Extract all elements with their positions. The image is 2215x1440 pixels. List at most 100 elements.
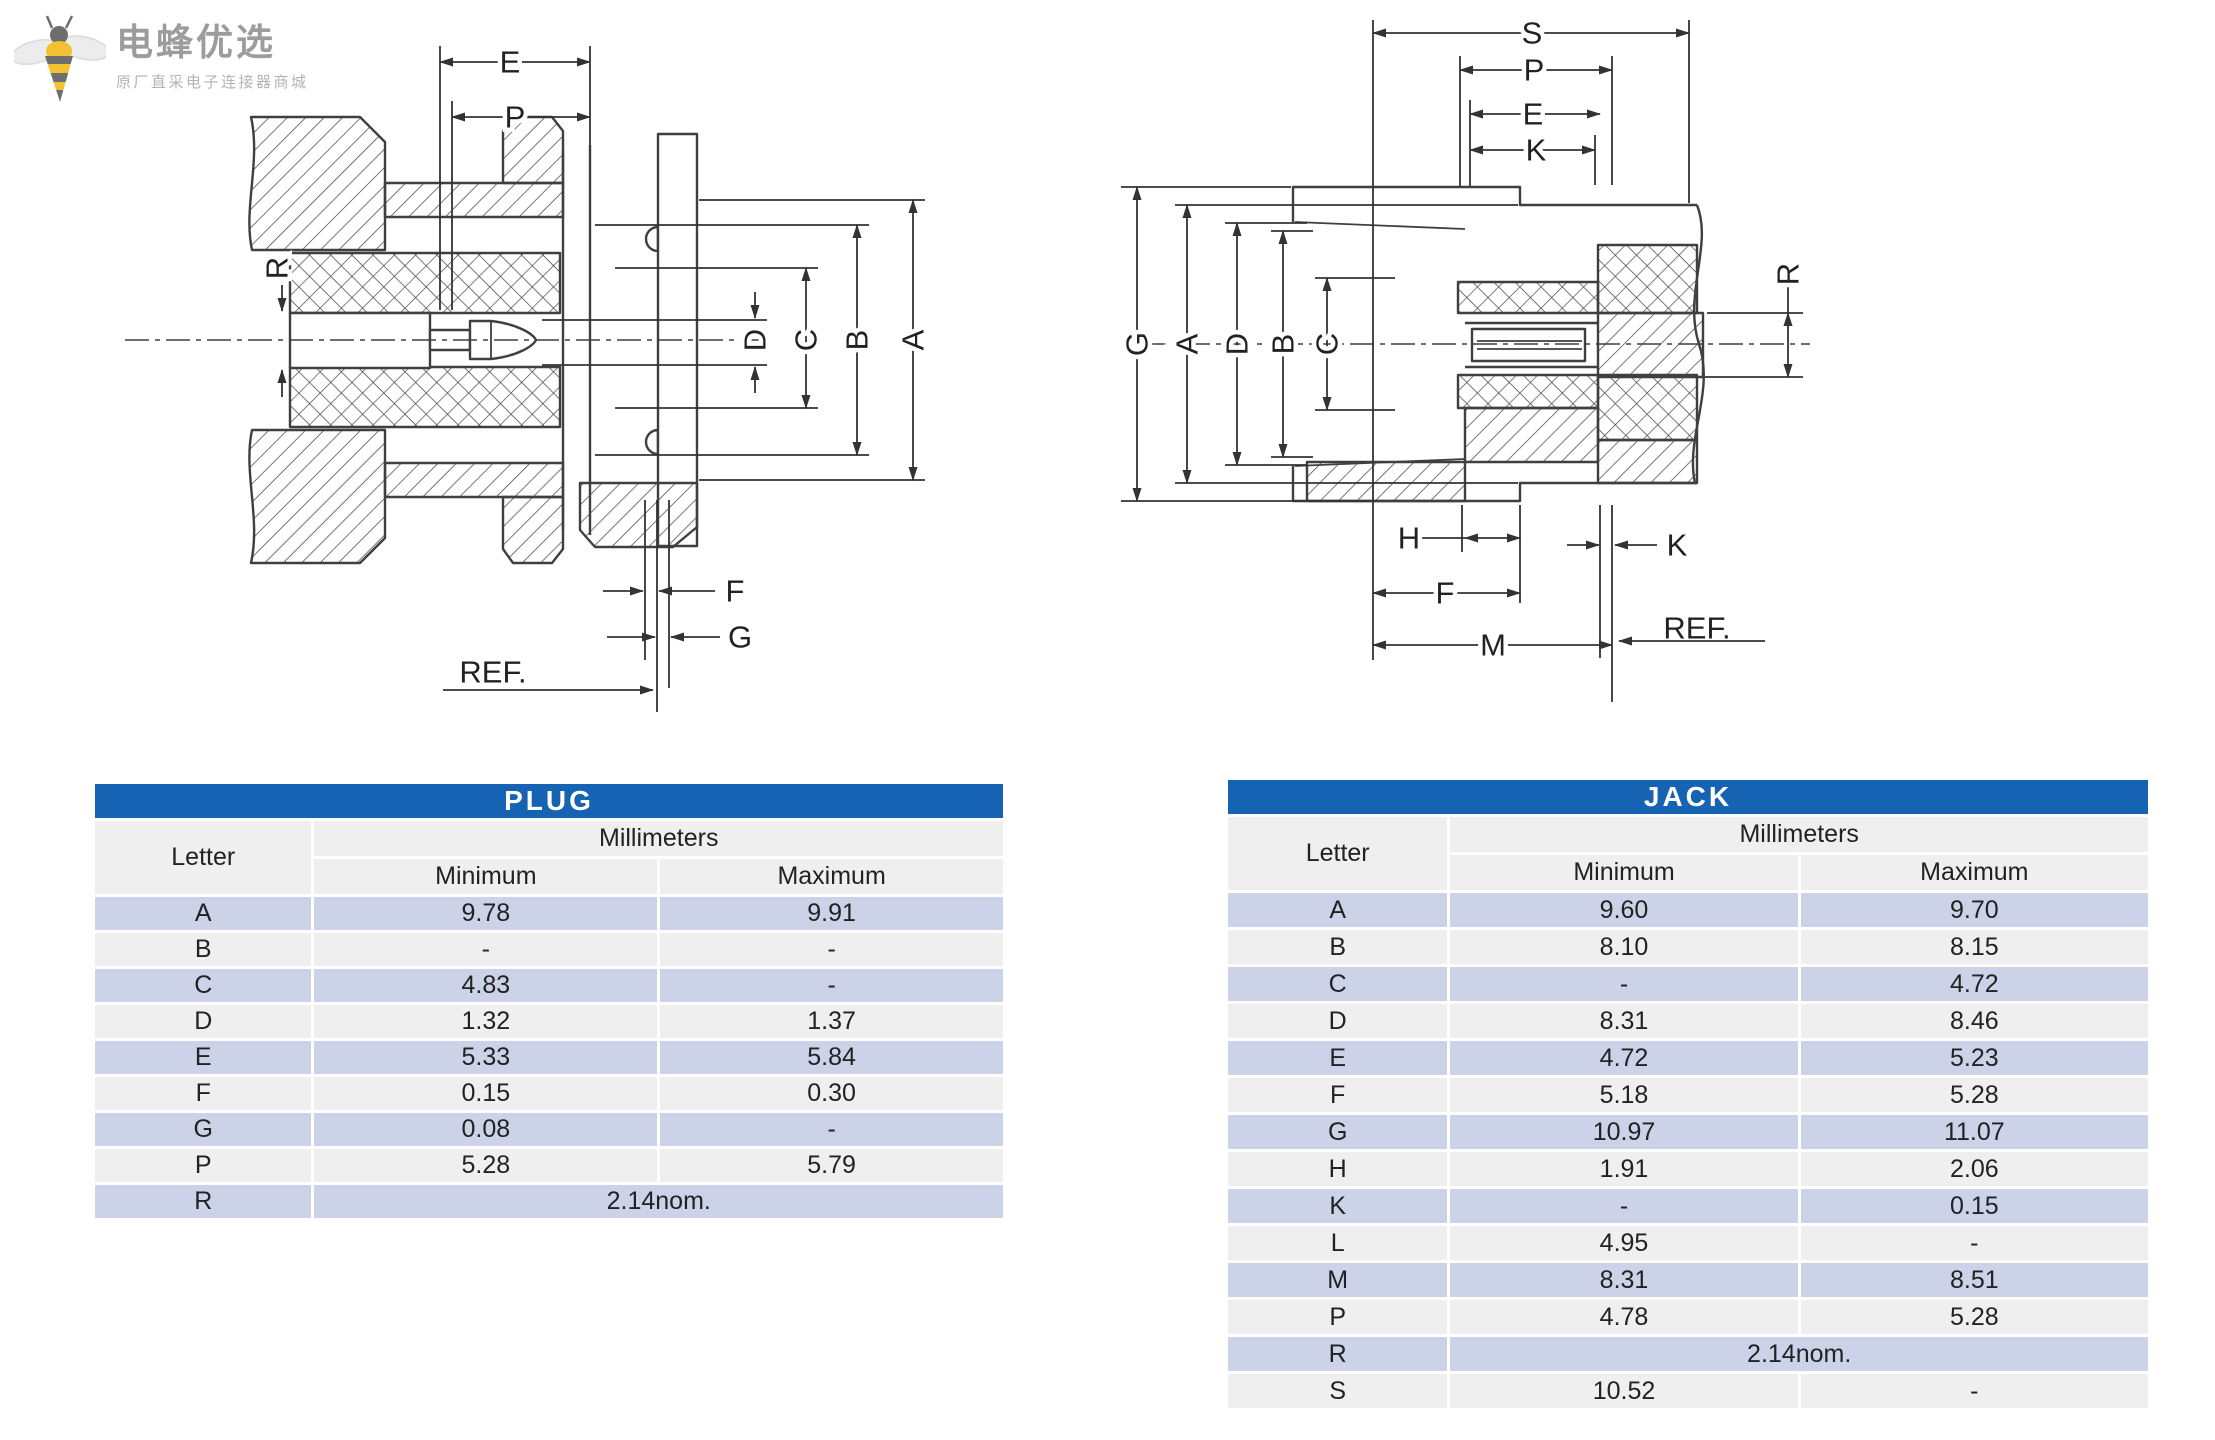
cell-max: - <box>1800 1374 2148 1408</box>
cell-letter: A <box>95 897 312 930</box>
cell-letter: G <box>1228 1115 1448 1149</box>
cell-min: 1.91 <box>1450 1152 1798 1186</box>
cell-letter: P <box>95 1149 312 1182</box>
jack-metal-sections <box>1305 311 1705 503</box>
cell-max: 9.91 <box>660 897 1003 930</box>
cell-max: 5.23 <box>1800 1041 2148 1075</box>
cell-letter: B <box>95 933 312 966</box>
cell-nom: 2.14nom. <box>314 1185 1003 1218</box>
brand-logo: 电蜂优选 原厂直采电子连接器商城 <box>14 8 309 108</box>
cell-nom: 2.14nom. <box>1450 1337 2148 1371</box>
cell-min: 8.31 <box>1450 1263 1798 1297</box>
cell-min: 4.83 <box>314 969 658 1002</box>
plug-dim-d: D <box>738 329 773 351</box>
cell-letter: R <box>95 1185 312 1218</box>
cell-min: - <box>1450 1189 1798 1223</box>
cell-max: 11.07 <box>1800 1115 2148 1149</box>
jack-dim-m: M <box>1480 628 1506 663</box>
cell-min: 4.78 <box>1450 1300 1798 1334</box>
table-row: K-0.15 <box>1228 1189 2148 1223</box>
cell-letter: R <box>1228 1337 1448 1371</box>
col-header-max: Maximum <box>1800 855 2148 890</box>
jack-dim-b: B <box>1266 334 1301 355</box>
cell-letter: C <box>1228 967 1448 1001</box>
jack-dim-k-top: K <box>1526 133 1547 168</box>
jack-dim-c: C <box>1310 333 1345 355</box>
cell-max: 5.28 <box>1800 1078 2148 1112</box>
jack-dim-p: P <box>1524 53 1545 88</box>
plug-dim-ref: REF. <box>459 655 526 690</box>
col-header-min: Minimum <box>314 859 658 894</box>
cell-letter: F <box>95 1077 312 1110</box>
logo-subtitle: 原厂直采电子连接器商城 <box>116 73 309 91</box>
cell-letter: H <box>1228 1152 1448 1186</box>
col-header-max: Maximum <box>660 859 1003 894</box>
cell-max: 8.15 <box>1800 930 2148 964</box>
cell-max: 9.70 <box>1800 893 2148 927</box>
jack-dimension-lines <box>1132 28 1793 650</box>
cell-min: 9.60 <box>1450 893 1798 927</box>
col-header-unit: Millimeters <box>1450 817 2148 852</box>
jack-section-drawing: S P E K G A D B C R H F M K REF. <box>1115 11 1810 702</box>
cell-letter: F <box>1228 1078 1448 1112</box>
cell-max: 0.15 <box>1800 1189 2148 1223</box>
cell-letter: E <box>95 1041 312 1074</box>
cell-min: 0.08 <box>314 1113 658 1146</box>
cell-max: 5.84 <box>660 1041 1003 1074</box>
cell-letter: A <box>1228 893 1448 927</box>
cell-max: - <box>1800 1226 2148 1260</box>
plug-dimension-lines <box>277 57 918 695</box>
cell-min: 10.97 <box>1450 1115 1798 1149</box>
cell-min: 1.32 <box>314 1005 658 1038</box>
cell-letter: E <box>1228 1041 1448 1075</box>
cell-max: 8.46 <box>1800 1004 2148 1038</box>
plug-dim-g: G <box>728 620 752 655</box>
jack-dim-r: R <box>1771 263 1806 285</box>
cell-min: 4.72 <box>1450 1041 1798 1075</box>
cell-max: 1.37 <box>660 1005 1003 1038</box>
plug-table: PLUG Letter Millimeters Minimum Maximum … <box>92 781 1006 1221</box>
bee-icon <box>14 15 106 102</box>
cell-letter: M <box>1228 1263 1448 1297</box>
cell-min: - <box>1450 967 1798 1001</box>
cell-letter: P <box>1228 1300 1448 1334</box>
cell-max: 2.06 <box>1800 1152 2148 1186</box>
jack-extension-lines <box>1121 20 1803 702</box>
cell-letter: C <box>95 969 312 1002</box>
plug-dim-r: R <box>260 257 295 279</box>
jack-dim-ref: REF. <box>1663 611 1730 646</box>
cell-letter: G <box>95 1113 312 1146</box>
col-header-letter: Letter <box>1228 817 1448 890</box>
jack-dim-a: A <box>1170 333 1205 354</box>
plug-dim-p: P <box>505 100 526 135</box>
jack-socket-contact <box>1465 321 1598 369</box>
plug-dim-b: B <box>840 330 875 351</box>
cell-max: - <box>660 933 1003 966</box>
plug-dim-e: E <box>500 45 521 80</box>
cell-max: 0.30 <box>660 1077 1003 1110</box>
cell-max: 8.51 <box>1800 1263 2148 1297</box>
cell-letter: K <box>1228 1189 1448 1223</box>
cell-min: 8.31 <box>1450 1004 1798 1038</box>
cell-min: 4.95 <box>1450 1226 1798 1260</box>
cell-max: 5.28 <box>1800 1300 2148 1334</box>
cell-max: - <box>660 969 1003 1002</box>
cell-min: 8.10 <box>1450 930 1798 964</box>
logo-title: 电蜂优选 <box>116 22 276 63</box>
plug-dim-f: F <box>726 574 745 609</box>
cell-min: 5.28 <box>314 1149 658 1182</box>
jack-dim-h: H <box>1398 521 1420 556</box>
